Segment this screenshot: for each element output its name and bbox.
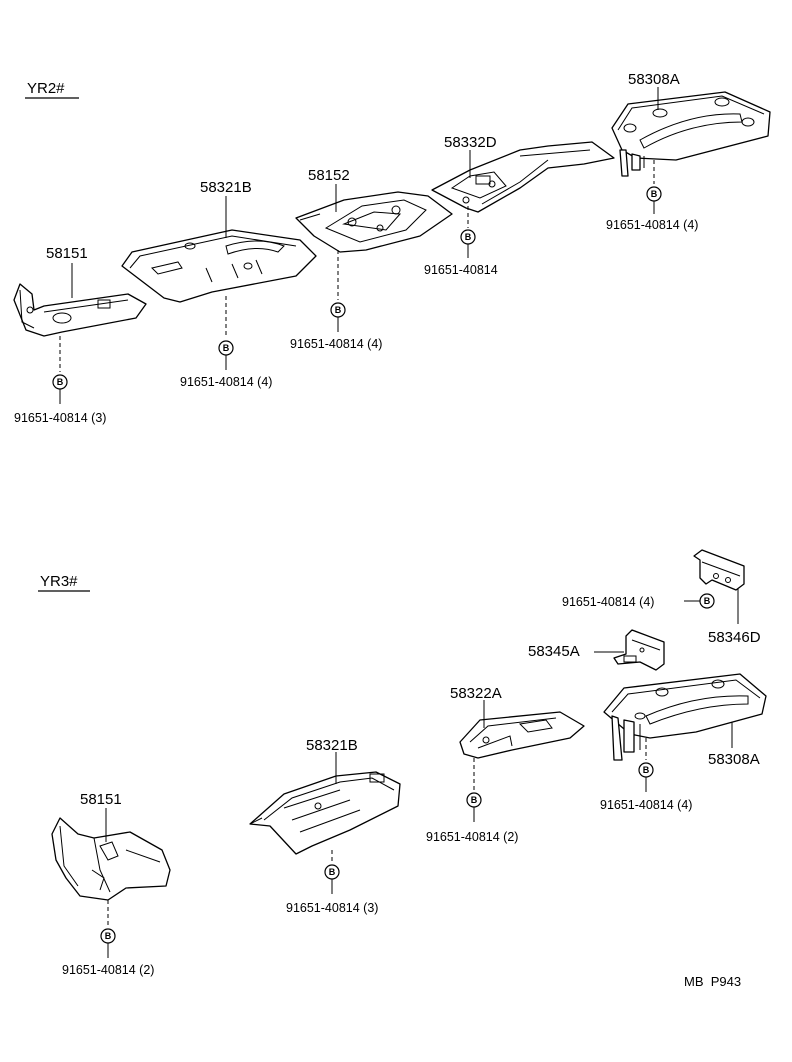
part-label-58151-top: 58151 [46,245,88,262]
part-label-58332d: 58332D [444,134,497,151]
part-58346d[interactable] [693,549,745,591]
bolt-label-5: 91651-40814 (3) [14,411,106,425]
part-label-58151-bottom: 58151 [80,791,122,808]
part-58308a-bottom[interactable] [603,673,767,761]
part-58322a[interactable] [459,711,585,759]
bolt-label-2: 91651-40814 [424,263,498,277]
part-58152[interactable] [295,191,453,253]
bolt-icon: B [330,302,346,318]
svg-text:B: B [329,867,336,877]
svg-text:B: B [704,596,711,606]
part-58321b-top[interactable] [121,229,317,303]
bolt-label-8: 91651-40814 (2) [426,830,518,844]
bolt-label-3: 91651-40814 (4) [290,337,382,351]
bolt-icon: B [466,792,482,808]
part-58151-bottom[interactable] [51,817,171,901]
part-label-58322a: 58322A [450,685,502,702]
bolt-icon: B [638,762,654,778]
bolt-label-6: 91651-40814 (4) [562,595,654,609]
part-label-58345a: 58345A [528,643,580,660]
bolt-label-1: 91651-40814 (4) [606,218,698,232]
page-reference: MB P943 [684,974,741,989]
part-58308a-top[interactable] [611,91,771,177]
bolt-ref-10: B 91651-40814 (2) [62,900,154,977]
bolt-icon: B [100,928,116,944]
bolt-label-10: 91651-40814 (2) [62,963,154,977]
part-58332d[interactable] [431,141,615,213]
bolt-ref-9: B 91651-40814 (3) [286,850,378,915]
svg-text:B: B [105,931,112,941]
part-58345a[interactable] [613,629,665,671]
bolt-icon: B [460,229,476,245]
svg-text:B: B [471,795,478,805]
section-label-yr3: YR3# [40,573,78,590]
part-58151-top[interactable] [13,283,147,337]
bolt-ref-4: B 91651-40814 (4) [180,296,272,389]
bolt-ref-7: B 91651-40814 (4) [600,738,692,812]
bolt-icon: B [646,186,662,202]
bolt-ref-3: B 91651-40814 (4) [290,250,382,351]
svg-text:B: B [643,765,650,775]
bolt-icon: B [52,374,68,390]
section-yr2: YR2# 58308A 58332D [13,71,771,425]
bolt-ref-5: B 91651-40814 (3) [14,336,106,425]
bolt-ref-6: 91651-40814 (4) B [562,593,715,609]
bolt-label-7: 91651-40814 (4) [600,798,692,812]
bolt-ref-2: B 91651-40814 [424,206,498,277]
svg-text:B: B [651,189,658,199]
part-label-58152: 58152 [308,167,350,184]
bolt-ref-8: B 91651-40814 (2) [426,758,518,844]
svg-text:B: B [223,343,230,353]
part-58321b-bottom[interactable] [249,771,401,855]
section-label-yr2: YR2# [27,80,65,97]
section-yr3: YR3# 58346D 91651-40814 (4) B 58345A [38,549,767,977]
bolt-icon: B [218,340,234,356]
part-label-58346d: 58346D [708,629,761,646]
svg-text:B: B [465,232,472,242]
part-label-58321b-top: 58321B [200,179,252,196]
bolt-icon: B [324,864,340,880]
part-label-58321b-bottom: 58321B [306,737,358,754]
svg-text:B: B [57,377,64,387]
part-label-58308a-bottom: 58308A [708,751,760,768]
bolt-label-4: 91651-40814 (4) [180,375,272,389]
svg-text:B: B [335,305,342,315]
bolt-icon: B [699,593,715,609]
bolt-label-9: 91651-40814 (3) [286,901,378,915]
part-label-58308a-top: 58308A [628,71,680,88]
bolt-ref-1: B 91651-40814 (4) [606,160,698,232]
